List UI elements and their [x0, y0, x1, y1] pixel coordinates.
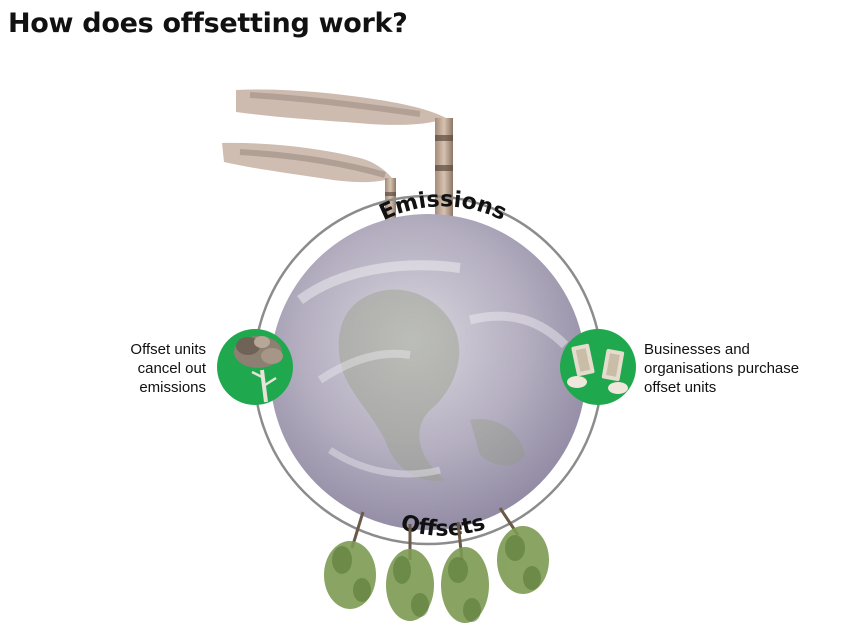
- left-description-line: emissions: [139, 379, 206, 396]
- money-hands-icon: [567, 343, 628, 394]
- left-description-line: cancel out: [137, 360, 206, 377]
- tree-badge: [217, 329, 293, 405]
- left-description: Offset units cancel out emissions: [46, 340, 206, 397]
- right-description: Businesses and organisations purchase of…: [644, 340, 844, 397]
- right-description-line: offset units: [644, 379, 717, 396]
- right-description-line: organisations purchase: [644, 360, 800, 377]
- right-description-line: Businesses and: [644, 341, 750, 358]
- smoke-plumes: [222, 89, 446, 183]
- page-title: How does offsetting work?: [8, 8, 408, 39]
- tree-icon: [234, 336, 283, 403]
- factory-chimneys: [385, 118, 453, 238]
- left-description-line: Offset units: [130, 341, 206, 358]
- money-badge: [560, 329, 636, 405]
- offset-trees: [324, 507, 549, 623]
- earth-globe: [270, 214, 586, 530]
